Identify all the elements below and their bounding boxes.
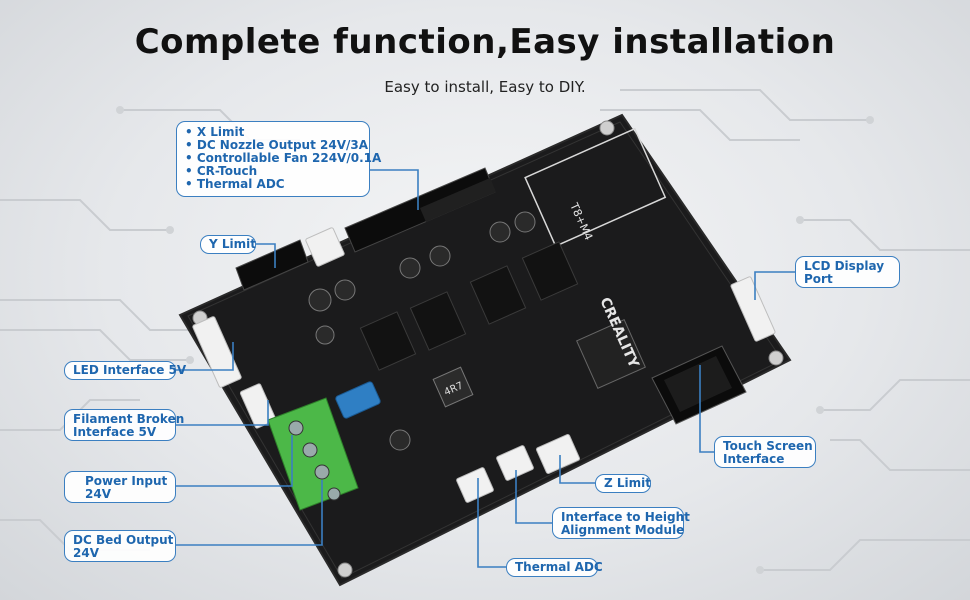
page-subtitle: Easy to install, Easy to DIY.	[384, 78, 586, 96]
driver-heatsink	[521, 241, 579, 301]
driver-heatsink	[409, 291, 467, 351]
callout-item: Thermal ADC	[185, 178, 361, 191]
callout-dc-bed-output: DC Bed Output 24V	[64, 530, 176, 562]
callout-touch-screen: Touch Screen Interface	[714, 436, 816, 468]
z-limit-connector	[536, 434, 580, 474]
callout-item: X Limit	[185, 126, 361, 139]
driver-heatsink	[469, 265, 527, 325]
mcu-chip	[576, 319, 646, 389]
driver-heatsink	[359, 311, 417, 371]
mounting-holes	[192, 120, 784, 578]
thermal-connector	[456, 467, 494, 503]
y-limit-connector	[305, 227, 345, 267]
callout-top-interfaces: X Limit DC Nozzle Output 24V/3A Controll…	[176, 121, 381, 197]
lcd-connector	[730, 276, 776, 342]
silkscreen-area	[524, 127, 667, 248]
callout-item: Controllable Fan 224V/0.1A	[185, 152, 381, 165]
power-terminal-block	[267, 397, 359, 511]
callout-item: CR-Touch	[185, 165, 361, 178]
callout-lcd-display: LCD Display Port	[795, 256, 900, 288]
callout-z-limit: Z Limit	[595, 474, 651, 493]
callout-item: DC Nozzle Output 24V/3A	[185, 139, 368, 152]
y-limit-header	[235, 239, 309, 291]
callout-height-module: Interface to Height Alignment Module	[552, 507, 690, 539]
callout-led-interface: LED Interface 5V	[64, 361, 186, 380]
top-pin-header	[344, 167, 496, 253]
fuse	[335, 381, 381, 419]
callout-y-limit: Y Limit	[200, 235, 256, 254]
inductor	[432, 366, 474, 408]
callout-filament-broken: Filament Broken Interface 5V	[64, 409, 184, 441]
page-title: Complete function,Easy installation	[134, 22, 836, 62]
callout-power-input: Power Input 24V	[64, 471, 176, 503]
callout-thermal-adc: Thermal ADC	[506, 558, 603, 577]
height-connector	[496, 445, 534, 481]
